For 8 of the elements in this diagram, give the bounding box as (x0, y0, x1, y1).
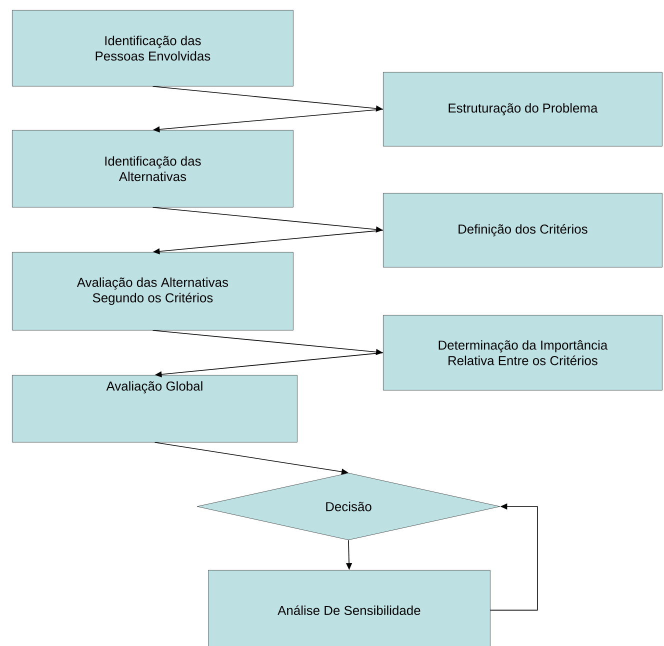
process-box: Avaliação das Alternativas Segundo os Critérios (12, 252, 294, 330)
process-box: Estruturação do Problema (383, 72, 662, 146)
process-box: Identificação das Alternativas (12, 130, 294, 208)
process-box: Determinação da Importância Relativa Entre os Critérios (383, 315, 662, 390)
process-box: Identificação das Pessoas Envolvidas (12, 10, 294, 86)
process-box: Avaliação Global (12, 375, 298, 442)
process-box: Análise De Sensibilidade (208, 570, 490, 646)
process-box: Definição dos Critérios (383, 193, 662, 268)
